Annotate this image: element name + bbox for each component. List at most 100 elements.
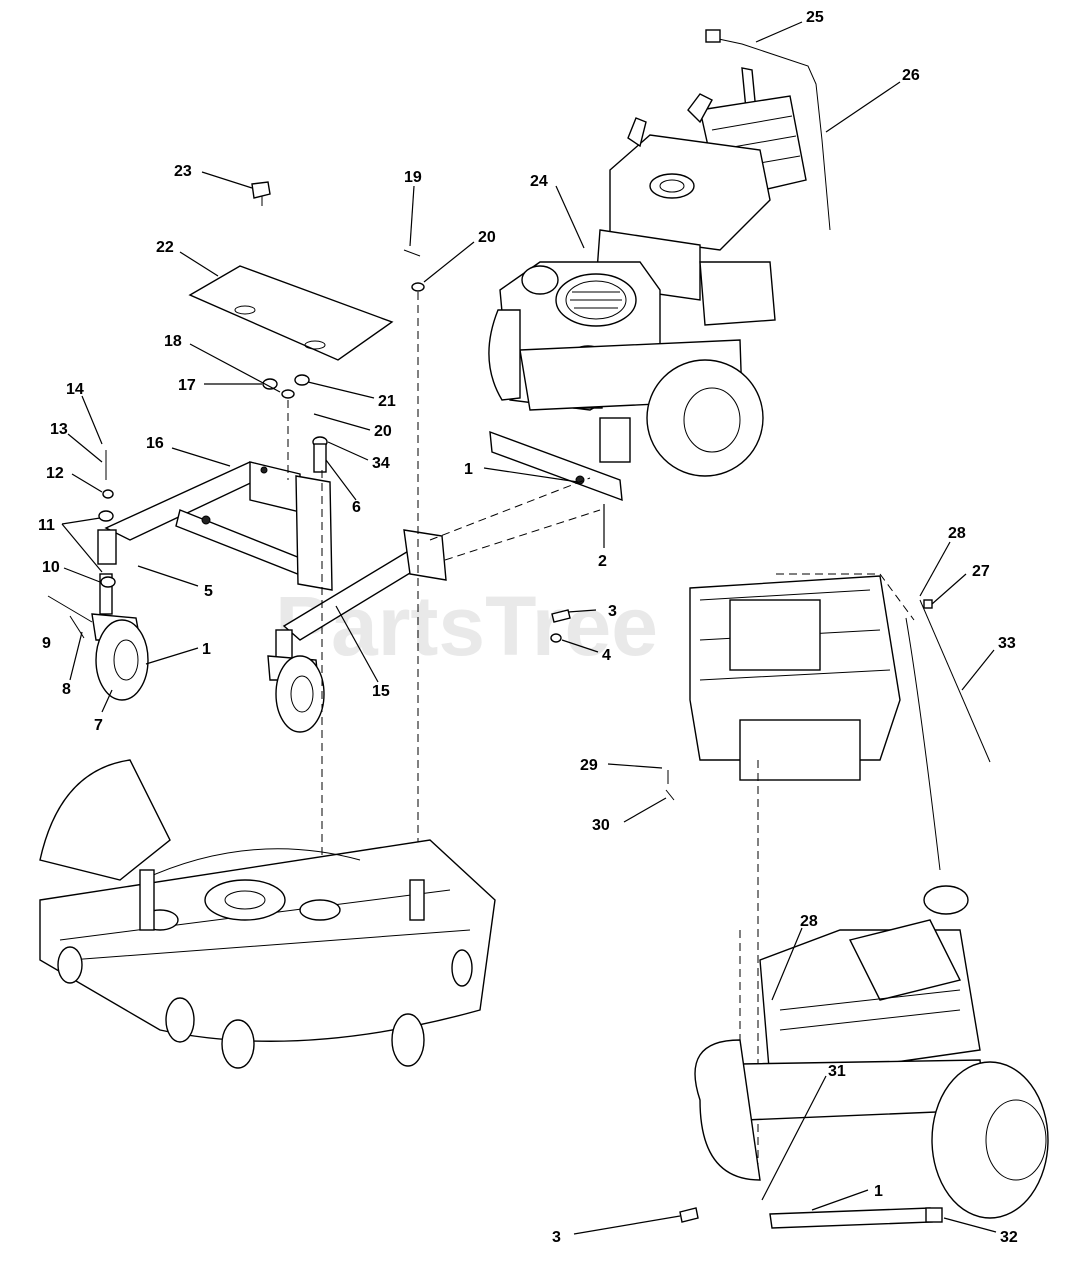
callout-11: 11 xyxy=(38,517,55,534)
engine-detail-head xyxy=(729,599,821,671)
deck-roller-4 xyxy=(391,1013,425,1067)
drive-engine-shroud xyxy=(848,919,962,1001)
leader-1b xyxy=(145,647,199,665)
leader-29 xyxy=(607,763,663,769)
callout-22: 22 xyxy=(156,239,174,256)
foot-plate-slot-1 xyxy=(234,305,256,315)
callout-27: 27 xyxy=(972,563,990,580)
air-cleaner xyxy=(521,265,559,295)
callout-19: 19 xyxy=(404,169,422,186)
callout-17: 17 xyxy=(178,377,196,394)
battery-box xyxy=(699,261,776,326)
leader-3a xyxy=(567,609,597,613)
leader-26 xyxy=(825,81,901,133)
leader-27 xyxy=(931,573,967,605)
callout-2: 2 xyxy=(598,553,607,570)
callout-21: 21 xyxy=(378,393,396,410)
leader-30 xyxy=(623,797,667,823)
control-rod xyxy=(713,37,831,231)
callout-25: 25 xyxy=(806,9,824,26)
watermark-text: PartsTree xyxy=(275,579,658,673)
drive-unit-assembly xyxy=(679,885,1049,1229)
caster-sleeve xyxy=(97,529,117,565)
caster-wheel-right xyxy=(275,655,325,733)
callout-30: 30 xyxy=(592,817,610,834)
leader-5 xyxy=(137,565,199,587)
callout-24: 24 xyxy=(530,173,548,190)
leader-19 xyxy=(409,185,415,247)
leader-7 xyxy=(101,689,113,713)
frame-bolt xyxy=(201,515,211,525)
drive-tire xyxy=(646,359,764,477)
hitch-bar-32 xyxy=(769,1207,933,1229)
bolt-3 xyxy=(551,609,571,623)
deck-roller-2 xyxy=(165,997,195,1043)
callout-20b: 20 xyxy=(374,423,392,440)
caster-sleeve-right xyxy=(275,629,293,661)
fuel-cap-inner xyxy=(659,179,685,193)
callout-leaders xyxy=(61,21,997,1235)
nut-30 xyxy=(665,789,675,801)
leader-4 xyxy=(561,639,599,653)
power-unit-assembly xyxy=(488,29,831,502)
deck-roller-3 xyxy=(221,1019,255,1069)
drive-tire-hub xyxy=(683,387,741,453)
leader-25 xyxy=(755,21,803,43)
engine-detail-base xyxy=(739,719,861,781)
drive-tire-right xyxy=(931,1061,1049,1219)
callout-4: 4 xyxy=(602,647,611,664)
fuel-cap xyxy=(649,173,695,199)
callout-31: 31 xyxy=(828,1063,846,1080)
callout-26: 26 xyxy=(902,67,920,84)
bolt-3-lower xyxy=(679,1207,699,1223)
deck-discharge-shield xyxy=(39,759,171,881)
caster-hub-right xyxy=(290,675,314,713)
foot-plate xyxy=(188,265,394,361)
nut-4 xyxy=(550,633,562,643)
callout-29: 29 xyxy=(580,757,598,774)
leader-24 xyxy=(555,185,585,249)
vertical-mount-plate xyxy=(295,475,333,591)
callout-16: 16 xyxy=(146,435,164,452)
engine-cable xyxy=(905,617,941,871)
leader-21 xyxy=(307,381,375,399)
callout-10: 10 xyxy=(42,559,60,576)
center-pulley-hub xyxy=(224,890,266,910)
leader-15 xyxy=(335,605,379,683)
leader-10 xyxy=(63,567,101,583)
callout-33: 33 xyxy=(998,635,1016,652)
callout-1a: 1 xyxy=(464,461,473,478)
clip-pin-19 xyxy=(403,249,421,257)
leader-23 xyxy=(201,171,253,189)
deck-roller-1 xyxy=(57,946,83,984)
spacer-10 xyxy=(100,576,116,588)
callout-14: 14 xyxy=(66,381,84,398)
washer-20 xyxy=(411,282,425,292)
callout-20a: 20 xyxy=(478,229,496,246)
leader-11a xyxy=(61,517,101,525)
leader-31 xyxy=(761,1075,827,1201)
leader-34 xyxy=(327,441,369,461)
deck-post xyxy=(139,869,155,931)
callout-34: 34 xyxy=(372,455,390,472)
frame-mount-plate xyxy=(599,417,631,463)
leader-11b xyxy=(61,523,103,573)
callout-3b: 3 xyxy=(552,1229,561,1246)
hitch-bracket xyxy=(489,430,623,502)
left-drive-tire xyxy=(488,309,521,401)
washer-18 xyxy=(281,389,295,399)
callout-13: 13 xyxy=(50,421,68,438)
nut-11-top xyxy=(98,510,114,522)
drive-engine-fins xyxy=(779,989,961,1031)
drive-tire-right-hub xyxy=(985,1099,1047,1181)
leader-22 xyxy=(179,251,219,277)
leader-14 xyxy=(81,395,103,445)
wing-bolt-23 xyxy=(251,181,271,199)
pivot-bracket xyxy=(249,461,301,513)
leader-13 xyxy=(67,433,103,463)
engine-flywheel-screen xyxy=(565,280,627,320)
callout-labels: 25 26 23 19 24 20 22 18 17 21 14 20 13 1… xyxy=(38,9,1018,1246)
deck-mount-post xyxy=(409,879,425,921)
callout-7: 7 xyxy=(94,717,103,734)
